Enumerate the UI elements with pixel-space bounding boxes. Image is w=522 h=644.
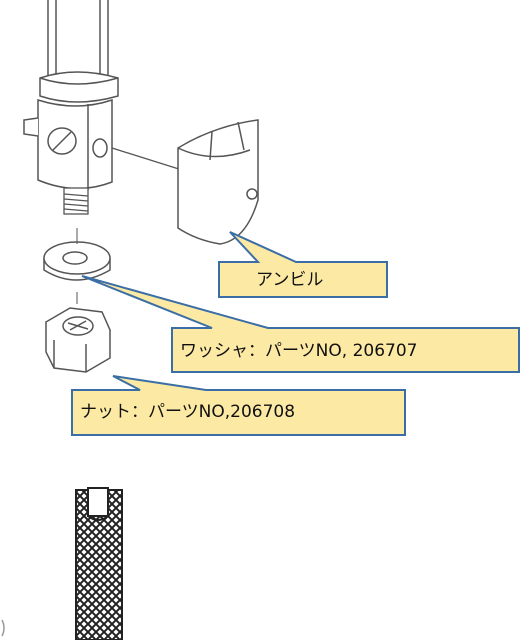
holder-anvil-line xyxy=(111,147,183,171)
anvil-callout-shape xyxy=(218,231,388,298)
knurled-piece xyxy=(75,487,123,641)
threaded-stud xyxy=(63,187,89,215)
collar xyxy=(39,71,119,103)
shaft xyxy=(47,0,109,78)
nut-part xyxy=(45,307,111,373)
washer-callout-shape xyxy=(81,275,520,373)
anvil-label: アンビル xyxy=(256,270,324,290)
nut-label: ナット：パーツNO,206708 xyxy=(80,402,296,422)
holder-block xyxy=(23,98,113,190)
washer-part xyxy=(43,241,111,281)
nut-callout-shape xyxy=(71,375,406,436)
washer-label: ワッシャ：パーツNO, 206707 xyxy=(180,341,418,361)
anvil-part xyxy=(177,119,259,245)
